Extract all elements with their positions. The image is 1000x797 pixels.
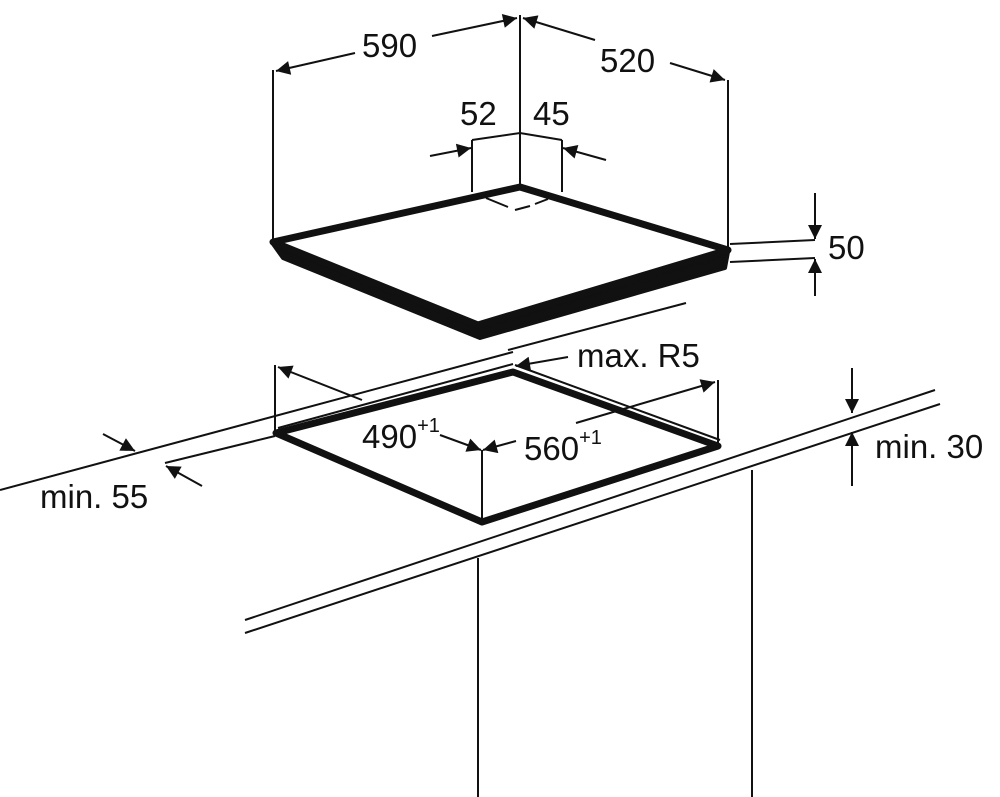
cutout-width-label: 560+1 — [524, 427, 602, 467]
cutout-depth-label: 490+1 — [362, 415, 440, 455]
hob-height-label: 50 — [828, 229, 865, 266]
min-front-distance-label: min. 55 — [40, 478, 148, 515]
hidden-edge — [485, 197, 549, 211]
offset-right-label: 45 — [533, 95, 570, 132]
hob — [269, 183, 732, 340]
worktop — [0, 302, 941, 797]
corner-radius-label: max. R5 — [577, 337, 700, 374]
hob-depth-label: 520 — [600, 42, 655, 79]
hob-width-label: 590 — [362, 27, 417, 64]
offset-left-label: 52 — [460, 95, 497, 132]
cutout — [272, 363, 722, 526]
min-thickness-label: min. 30 — [875, 428, 983, 465]
